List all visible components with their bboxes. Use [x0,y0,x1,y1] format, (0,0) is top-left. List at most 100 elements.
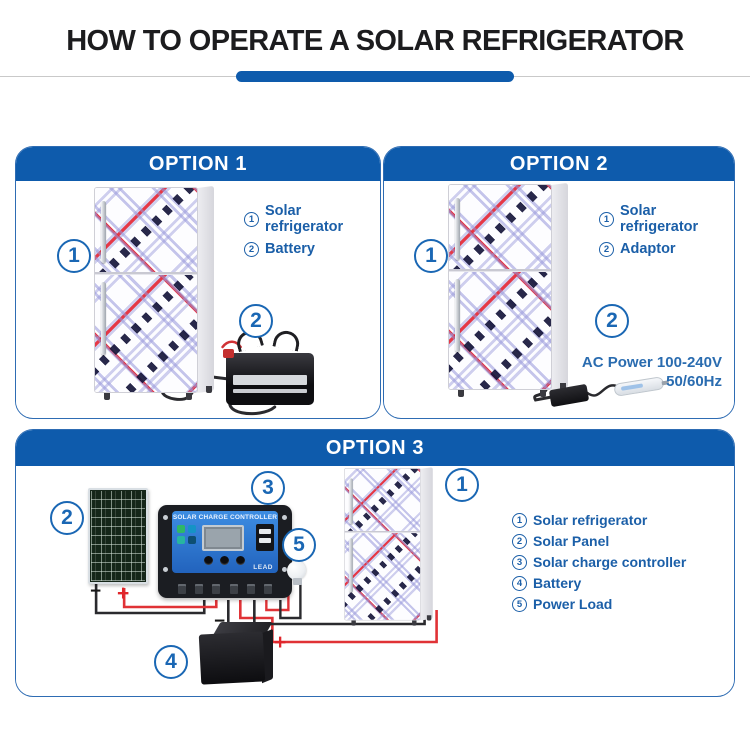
option1-battery-illustration [223,327,314,405]
fridge-handle [455,279,460,353]
charge-controller-illustration: SOLAR CHARGE CONTROLLER LEAD [158,505,292,598]
fridge-foot [458,390,464,397]
fridge-handle [455,197,460,260]
legend-item: 1 Solar refrigerator [244,203,380,235]
option2-header: OPTION 2 [384,147,734,181]
option3-header: OPTION 3 [16,430,734,466]
fridge-main-door [95,274,197,392]
legend-number-badge: 2 [599,241,614,257]
option3-legend: 1 Solar refrigerator 2 Solar Panel 3 Sol… [512,512,686,612]
option1-body: 1 2 [16,181,380,417]
option3-marker-2: 2 [50,501,84,535]
fridge-handle [349,538,353,593]
controller-lcd-screen [202,525,244,551]
solar-panel-plus-label: + [117,582,130,605]
legend-label: Power Load [533,596,613,612]
fridge-foot [540,390,546,397]
battery-plus-label: + [274,631,287,654]
option3-battery-illustration [198,620,276,690]
fridge-foot [560,383,566,390]
fridge-handle [349,478,353,525]
legend-item: 5 Power Load [512,596,686,612]
fridge-foot [426,615,432,621]
option1-marker-2: 2 [239,304,273,338]
fridge-foot [186,393,192,400]
legend-item: 2 Battery [244,241,380,257]
legend-item: 1 Solar refrigerator [599,203,734,235]
controller-terminals [178,584,272,594]
battery-label-line [233,389,307,393]
fridge-handle [101,282,106,356]
controller-face: SOLAR CHARGE CONTROLLER LEAD [172,511,278,573]
option1-legend: 1 Solar refrigerator 2 Battery [244,203,380,257]
ac-power-line2: 50/60Hz [666,373,722,390]
options-row: OPTION 1 1 2 [15,146,735,419]
controller-screw [163,515,168,520]
option2-legend: 1 Solar refrigerator 2 Adaptor [599,203,734,257]
battery-body [198,631,266,685]
option3-body: 2 3 5 1 4 − + SOLAR CHARGE CONTROLLER LE… [16,466,734,695]
fridge-front [448,184,552,390]
battery-terminal-clamp [223,349,234,358]
fridge-foot [412,620,417,626]
controller-brand: LEAD [253,564,273,571]
controller-screw [282,515,287,520]
option2-marker-2: 2 [595,304,629,338]
legend-number-badge: 1 [599,211,614,227]
legend-item: 4 Battery [512,575,686,591]
fridge-freezer-door [449,185,551,271]
legend-number-badge: 2 [512,533,527,549]
fridge-freezer-door [95,188,197,274]
fridge-side [551,182,568,390]
legend-label: Solar refrigerator [533,512,648,528]
solar-panel-illustration [88,488,148,584]
legend-number-badge: 5 [512,596,527,612]
fridge-foot [351,620,356,626]
fridge-side [197,185,214,393]
option3-marker-4: 4 [154,645,188,679]
legend-item: 2 Adaptor [599,241,734,257]
battery-body [223,349,314,405]
legend-number-badge: 1 [244,211,259,227]
option3-marker-5: 5 [282,528,316,562]
fridge-foot [104,393,110,400]
controller-screw [163,567,168,572]
option1-panel: OPTION 1 1 2 [15,146,381,419]
ac-power-line1: AC Power 100-240V [581,354,722,371]
legend-label: Solar charge controller [533,554,687,570]
legend-number-badge: 1 [512,512,527,528]
legend-number-badge: 3 [512,554,527,570]
controller-buttons [204,556,245,565]
fridge-front [94,187,198,393]
option3-panel: OPTION 3 2 3 5 1 4 − + [15,429,735,697]
legend-number-badge: 2 [244,241,259,257]
legend-label: Adaptor [620,241,676,257]
option2-body: 1 2 [384,181,734,417]
legend-label: Battery [265,241,315,257]
legend-number-badge: 4 [512,575,527,591]
option2-marker-1: 1 [414,239,448,273]
fridge-front [344,468,421,621]
title-divider-pill [236,71,514,82]
controller-screw [282,567,287,572]
legend-label: Solar refrigerator [620,203,699,235]
bulb-base [293,578,302,585]
fridge-freezer-door [344,468,421,533]
legend-label: Solar refrigerator [265,203,344,235]
power-load-bulb-illustration [287,561,306,580]
option1-refrigerator-illustration [94,185,218,401]
controller-usb-ports [256,524,274,551]
option1-header: OPTION 1 [16,147,380,181]
legend-item: 2 Solar Panel [512,533,686,549]
option3-wiring-svg [94,584,438,644]
fridge-handle [101,200,106,263]
controller-title: SOLAR CHARGE CONTROLLER [172,514,278,521]
fridge-main-door [344,532,421,620]
option3-marker-3: 3 [251,471,285,505]
option3-refrigerator-illustration [344,467,436,626]
solar-panel-minus-label: − [90,581,102,602]
battery-minus-label: − [214,611,226,632]
fridge-main-door [449,271,551,389]
fridge-foot [206,386,212,393]
controller-status-icons [177,525,196,544]
